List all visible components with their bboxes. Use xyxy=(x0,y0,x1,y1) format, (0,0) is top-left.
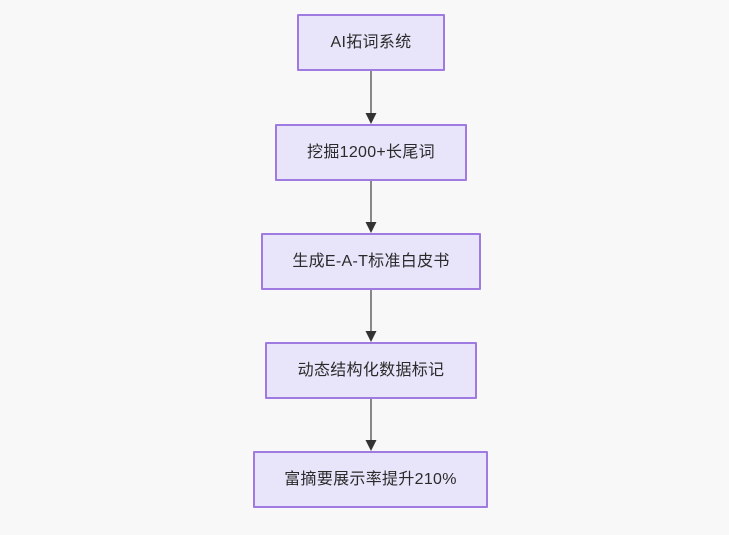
arrow-down-icon xyxy=(365,290,377,342)
arrow-down-icon xyxy=(365,181,377,233)
flow-edge-2-3 xyxy=(361,181,381,241)
flow-node-label: 富摘要展示率提升210% xyxy=(284,470,457,488)
arrow-down-icon xyxy=(365,399,377,451)
flow-edge-4-5 xyxy=(361,399,381,459)
flow-node-ai-keyword-system[interactable]: AI拓词系统 xyxy=(297,14,445,71)
arrow-down-icon xyxy=(365,71,377,124)
flow-node-dynamic-structured-data-markup[interactable]: 动态结构化数据标记 xyxy=(265,342,477,399)
flow-node-label: AI拓词系统 xyxy=(330,33,412,51)
flow-node-mine-longtail-keywords[interactable]: 挖掘1200+长尾词 xyxy=(275,124,467,181)
flow-node-label: 挖掘1200+长尾词 xyxy=(307,143,435,161)
flow-node-rich-snippet-rate-increase[interactable]: 富摘要展示率提升210% xyxy=(253,451,488,508)
flow-node-label: 动态结构化数据标记 xyxy=(297,361,445,379)
flow-node-label: 生成E-A-T标准白皮书 xyxy=(292,252,450,270)
flow-node-generate-eat-whitepaper[interactable]: 生成E-A-T标准白皮书 xyxy=(261,233,481,290)
flow-edge-1-2 xyxy=(361,71,381,131)
flow-edge-3-4 xyxy=(361,290,381,350)
